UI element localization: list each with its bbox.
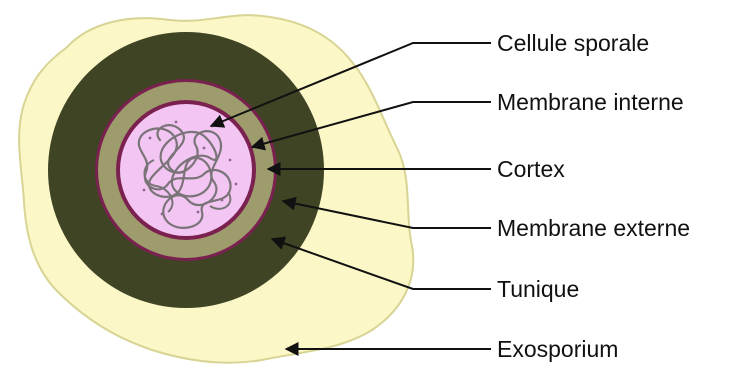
label-tunique: Tunique (497, 278, 579, 301)
label-cellule-sporale: Cellule sporale (497, 32, 649, 55)
label-cortex: Cortex (497, 158, 565, 181)
label-membrane-externe: Membrane externe (497, 217, 690, 240)
label-membrane-interne: Membrane interne (497, 91, 684, 114)
label-exosporium: Exosporium (497, 338, 618, 361)
